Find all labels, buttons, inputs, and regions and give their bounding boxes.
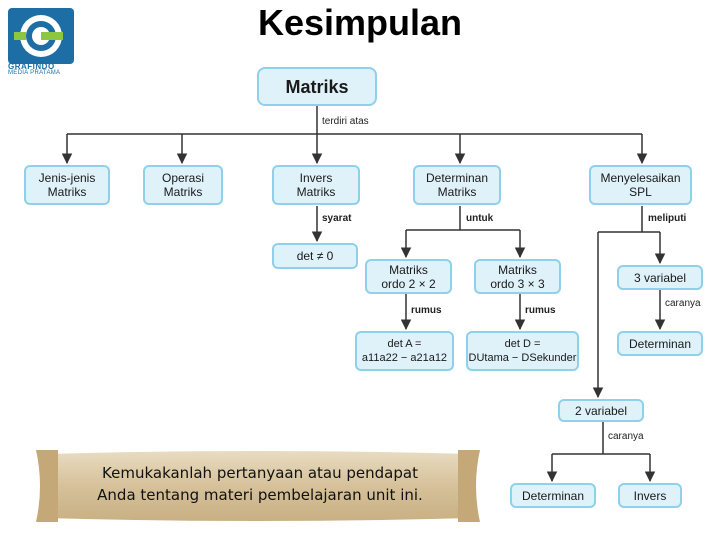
node-formula-det-d: det D = DUtama − DSekunder xyxy=(466,331,579,371)
label-rumus-ordo3: rumus xyxy=(525,305,556,316)
logo-name: GRAFINDO xyxy=(8,62,55,71)
node-determinan-2var: Determinan xyxy=(510,483,596,508)
prompt-line-1: Kemukakanlah pertanyaan atau pendapat xyxy=(102,464,418,482)
label-caranya-3var: caranya xyxy=(665,298,701,309)
node-determinan-matriks: Determinan Matriks xyxy=(413,165,501,205)
label-syarat: syarat xyxy=(322,213,352,224)
node-menyelesaikan-spl: Menyelesaikan SPL xyxy=(589,165,692,205)
grafindo-logo-icon xyxy=(8,8,74,64)
label-meliputi: meliputi xyxy=(648,213,687,224)
node-2-variabel: 2 variabel xyxy=(558,399,644,422)
label-terdiri-atas: terdiri atas xyxy=(322,116,369,127)
node-det-not-zero: det ≠ 0 xyxy=(272,243,358,269)
node-invers-matriks: Invers Matriks xyxy=(272,165,360,205)
node-3-variabel: 3 variabel xyxy=(617,265,703,290)
prompt-line-2: Anda tentang materi pembelajaran unit in… xyxy=(97,486,423,504)
node-formula-det-a: det A = a11a22 − a21a12 xyxy=(355,331,454,371)
root-node-matriks: Matriks xyxy=(257,67,377,106)
node-operasi-matriks: Operasi Matriks xyxy=(143,165,223,205)
node-matriks-ordo-2x2: Matriks ordo 2 × 2 xyxy=(365,259,452,294)
label-caranya-2var: caranya xyxy=(608,431,644,442)
page-title: Kesimpulan xyxy=(257,2,463,43)
discussion-prompt: Kemukakanlah pertanyaan atau pendapat An… xyxy=(50,462,470,506)
node-determinan-3var: Determinan xyxy=(617,331,703,356)
parchment-scroll-icon xyxy=(36,450,480,522)
node-jenis-jenis-matriks: Jenis-jenis Matriks xyxy=(24,165,110,205)
node-invers-2var: Invers xyxy=(618,483,682,508)
label-untuk: untuk xyxy=(466,213,494,224)
node-matriks-ordo-3x3: Matriks ordo 3 × 3 xyxy=(474,259,561,294)
logo-subtitle: MEDIA PRATAMA xyxy=(8,70,61,76)
label-rumus-ordo2: rumus xyxy=(411,305,442,316)
root-label: Matriks xyxy=(285,76,349,97)
